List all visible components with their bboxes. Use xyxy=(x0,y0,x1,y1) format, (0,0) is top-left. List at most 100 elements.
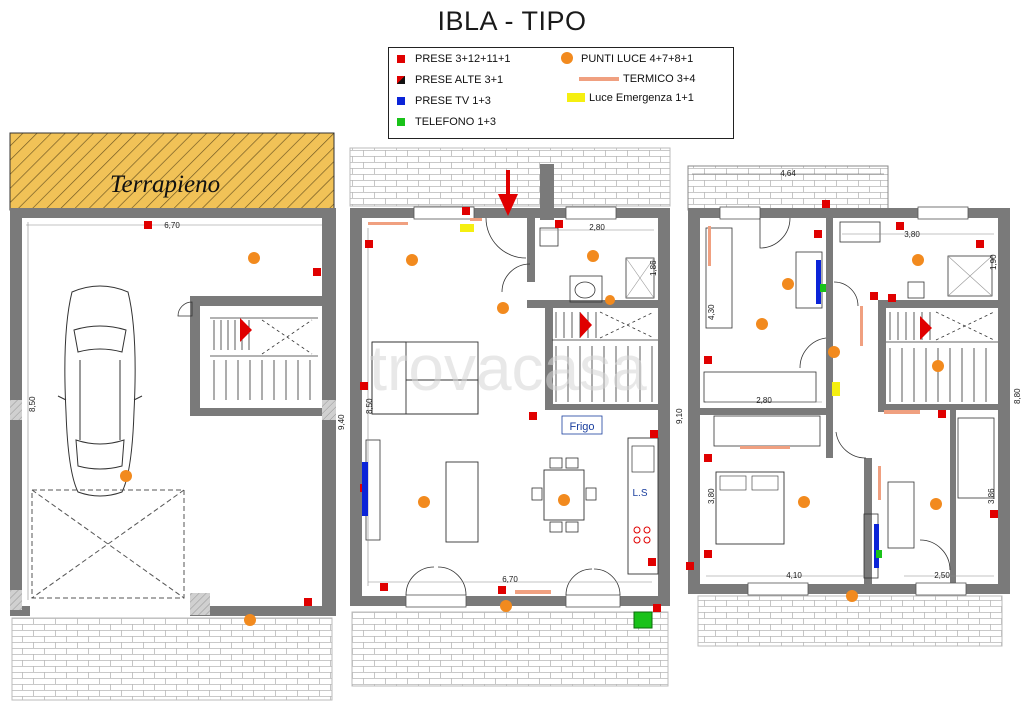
legend: PRESE 3+12+11+1 PRESE ALTE 3+1 PRESE TV … xyxy=(388,47,734,139)
ground-shower-cross xyxy=(625,257,655,299)
light-point xyxy=(418,496,430,508)
pillow xyxy=(751,475,779,491)
basement-plan: Terrapieno xyxy=(9,132,346,701)
light-point xyxy=(932,360,944,372)
stair-arrow-icon xyxy=(240,318,252,342)
kitchen-counter xyxy=(627,437,659,575)
ground-toilet xyxy=(539,227,559,247)
first-desk-left xyxy=(795,251,823,309)
socket xyxy=(304,598,312,606)
socket xyxy=(529,412,537,420)
socket xyxy=(653,604,661,612)
socket xyxy=(822,200,830,208)
basement-wall-bottom-left xyxy=(10,606,30,616)
basement-height-dim-2: 9,40 xyxy=(337,414,346,430)
watermark: trovacasa xyxy=(369,332,647,404)
legend-telefono: TELEFONO 1+3 xyxy=(397,116,496,128)
ground-bath-width-dim: 2,80 xyxy=(589,223,605,232)
ground-shower xyxy=(625,257,655,299)
ground-wall-bottom xyxy=(350,596,670,606)
socket xyxy=(462,207,470,215)
emergency-light xyxy=(460,224,474,232)
first-left-width-dim: 2,80 xyxy=(756,396,772,405)
first-bath-door xyxy=(833,281,859,307)
first-window-2 xyxy=(917,206,969,220)
socket xyxy=(704,550,712,558)
light-point xyxy=(756,318,768,330)
first-bath-height-dim: 1,90 xyxy=(989,254,998,270)
first-stairs xyxy=(886,311,998,402)
socket xyxy=(888,294,896,302)
legend-luce-emergenza: Luce Emergenza 1+1 xyxy=(567,92,694,104)
basement-paving xyxy=(11,617,333,701)
ground-bottom-width-dim: 6,70 xyxy=(502,575,518,584)
ground-height-dim: 8,50 xyxy=(365,398,374,414)
socket xyxy=(144,221,152,229)
socket xyxy=(498,586,506,594)
first-room-wall xyxy=(950,410,956,586)
dining-table xyxy=(543,469,585,521)
ground-window-bottom-1 xyxy=(405,594,467,608)
pillow xyxy=(719,475,747,491)
first-bed-right xyxy=(957,417,995,499)
kitchen-hob-icon xyxy=(633,526,651,544)
first-room-door-2 xyxy=(919,539,951,571)
socket xyxy=(686,562,694,570)
radiator xyxy=(860,306,863,346)
first-window-3 xyxy=(747,582,809,596)
legend-prese: PRESE 3+12+11+1 xyxy=(397,53,511,65)
garage-door-cross xyxy=(31,489,185,599)
first-closet-wall xyxy=(864,458,872,586)
first-left-height-dim: 4,30 xyxy=(707,304,716,320)
radiator xyxy=(515,590,551,594)
ground-bath-wall xyxy=(527,218,535,282)
socket xyxy=(896,222,904,230)
first-central-wall xyxy=(826,218,833,458)
basement-stairs xyxy=(210,317,318,400)
dining-chairs xyxy=(531,457,597,533)
ground-sink xyxy=(569,275,603,303)
car-icon xyxy=(57,285,143,497)
first-bath-sink xyxy=(839,221,881,243)
first-right-width-dim: 2,50 xyxy=(934,571,950,580)
first-paving xyxy=(697,595,1003,647)
light-point xyxy=(558,494,570,506)
ground-wall-left xyxy=(350,208,362,606)
basement-stair-wall xyxy=(190,296,200,416)
first-wardrobe xyxy=(705,227,733,329)
radiator xyxy=(470,218,482,221)
first-window-4 xyxy=(915,582,967,596)
ground-height-dim-2: 9,10 xyxy=(675,408,684,424)
basement-stair-wall-bottom xyxy=(200,408,322,416)
light-point xyxy=(244,614,256,626)
radiator xyxy=(884,410,920,414)
legend-prese-tv: PRESE TV 1+3 xyxy=(397,95,491,107)
socket xyxy=(938,410,946,418)
basement-pillar xyxy=(190,593,210,615)
ground-wall-top xyxy=(350,208,670,218)
entrance-arrow-icon xyxy=(498,170,518,216)
telephone-socket xyxy=(633,611,653,629)
termico-symbol-icon xyxy=(579,77,619,81)
sofa-outline xyxy=(371,341,479,415)
kitchen-ls-label: L.S xyxy=(632,488,647,499)
light-point xyxy=(248,252,260,264)
stair-arrow-icon xyxy=(580,312,592,338)
presa-symbol-icon xyxy=(397,55,405,63)
first-bedroom-door xyxy=(799,337,827,369)
light-point xyxy=(406,254,418,266)
punto-luce-symbol-icon xyxy=(561,52,573,64)
light-point xyxy=(846,590,858,602)
ground-entrance-door xyxy=(485,217,527,259)
light-point xyxy=(605,295,615,305)
socket xyxy=(313,268,321,276)
ground-french-door-2 xyxy=(565,568,621,596)
basement-door xyxy=(177,301,193,317)
basement-stair-wall-top xyxy=(190,296,322,306)
socket xyxy=(990,510,998,518)
emergency-light xyxy=(832,382,840,396)
ground-wall-right xyxy=(658,208,670,606)
fridge-label: Frigo xyxy=(569,421,594,433)
socket xyxy=(555,220,563,228)
terrapieno-area xyxy=(9,132,335,211)
